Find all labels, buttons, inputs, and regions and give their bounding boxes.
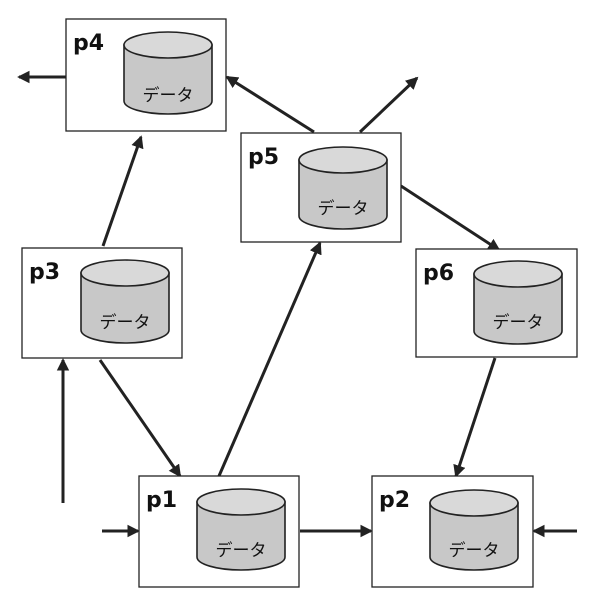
- node-p3: p3 データ: [21, 247, 183, 359]
- database-icon: [196, 488, 286, 571]
- storage-label: データ: [493, 312, 544, 333]
- node-label: p4: [73, 31, 104, 56]
- edges: [17, 70, 577, 538]
- node-label: p5: [248, 145, 279, 170]
- edge-p5-to-p6: [400, 184, 501, 252]
- database-icon: [298, 146, 388, 230]
- edge-p6-to-p2: [453, 357, 497, 478]
- node-p6: p6 データ: [415, 248, 578, 358]
- database-icon: [80, 259, 170, 344]
- node-label: p2: [379, 488, 410, 513]
- node-p4: p4 データ: [65, 18, 227, 132]
- storage-label: データ: [100, 312, 151, 333]
- storage-label: データ: [143, 85, 194, 106]
- edge-p1-to-p5: [217, 241, 322, 477]
- node-p5: p5 データ: [240, 132, 402, 243]
- edge-p5-to-p4: [225, 75, 315, 134]
- database-icon: [429, 489, 519, 571]
- node-p1: p1 データ: [138, 475, 300, 588]
- storage-label: データ: [449, 540, 500, 561]
- node-p2: p2 データ: [371, 475, 534, 588]
- node-label: p6: [423, 261, 454, 286]
- edge-p3-to-p4: [101, 135, 144, 247]
- edge-p5-to-external: [358, 76, 419, 134]
- database-icon: [473, 260, 563, 345]
- node-label: p3: [29, 260, 60, 285]
- storage-label: データ: [318, 198, 369, 219]
- storage-label: データ: [216, 540, 267, 561]
- database-icon: [123, 31, 213, 115]
- node-label: p1: [146, 488, 177, 513]
- edge-p3-to-p1: [98, 359, 182, 478]
